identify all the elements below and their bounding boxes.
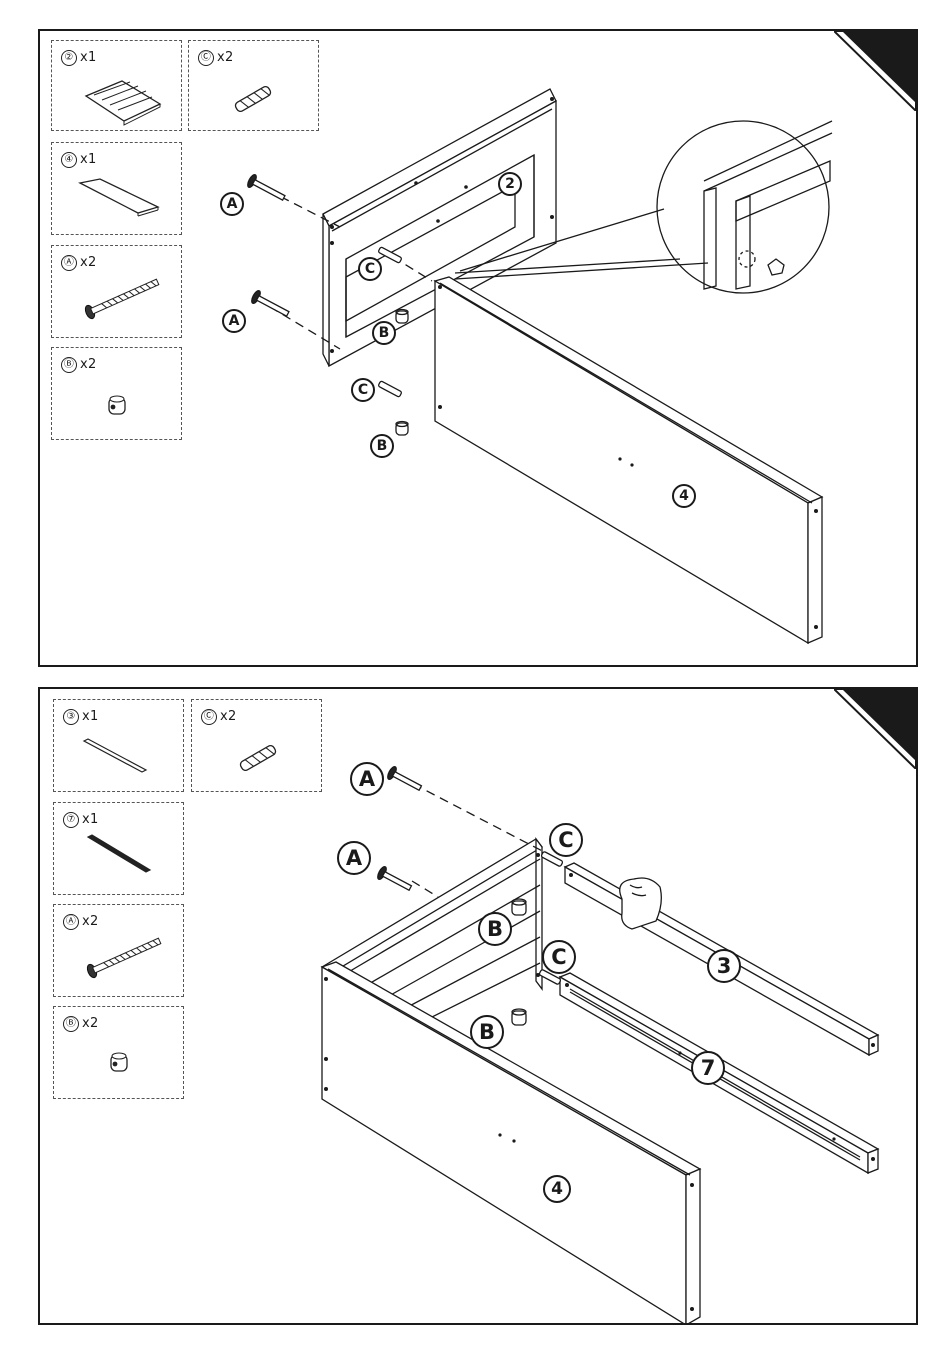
callout-dowel-c: C bbox=[351, 378, 375, 402]
callout-part-7: 7 bbox=[691, 1051, 725, 1085]
callout-part-4: 4 bbox=[672, 484, 696, 508]
assembly-diagram-step-2 bbox=[40, 689, 916, 1323]
callout-dowel-c: C bbox=[358, 257, 382, 281]
callout-bolt-a: A bbox=[222, 309, 246, 333]
callout-dowel-c: C bbox=[549, 823, 583, 857]
callout-bolt-a: A bbox=[220, 192, 244, 216]
callout-barrel-nut-b: B bbox=[370, 434, 394, 458]
callout-bolt-a: A bbox=[337, 841, 371, 875]
assembly-diagram-step-1 bbox=[40, 31, 916, 665]
callout-barrel-nut-b: B bbox=[478, 912, 512, 946]
callout-part-4: 4 bbox=[543, 1175, 571, 1203]
callout-part-2: 2 bbox=[498, 172, 522, 196]
callout-part-3: 3 bbox=[707, 949, 741, 983]
callout-bolt-a: A bbox=[350, 762, 384, 796]
callout-dowel-c: C bbox=[542, 940, 576, 974]
callout-barrel-nut-b: B bbox=[470, 1015, 504, 1049]
callout-barrel-nut-b: B bbox=[372, 321, 396, 345]
